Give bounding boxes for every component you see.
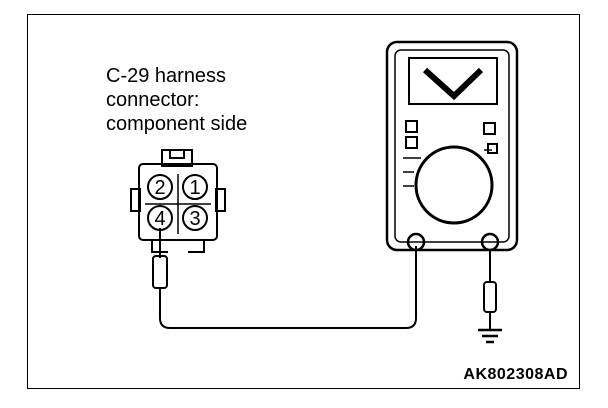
probe-handle <box>152 255 168 289</box>
test-probe <box>152 228 168 289</box>
pin-1-circle <box>182 174 208 200</box>
ground-lead <box>478 250 502 344</box>
multimeter-button-2 <box>405 136 418 149</box>
connector-left-foot <box>151 240 168 253</box>
multimeter-display <box>408 57 498 105</box>
figure-code: AK802308AD <box>463 366 568 383</box>
multimeter-inner-frame <box>394 49 510 243</box>
connector-right-tab <box>215 188 226 212</box>
rotary-selector-dial <box>414 145 494 225</box>
callout-line-1: C-29 harness <box>106 65 227 87</box>
connector-callout: C-29 harness connector: component side <box>106 64 247 136</box>
pin-4-label: 4 <box>154 208 165 230</box>
voltage-v-symbol <box>422 67 484 101</box>
callout-line-2: connector: <box>106 89 200 111</box>
ground-probe-handle <box>483 281 497 313</box>
pin-3-label: 3 <box>189 208 200 230</box>
connector-left-tab <box>130 188 141 212</box>
pin-1-label: 1 <box>189 177 200 199</box>
callout-line-3: component side <box>106 113 248 135</box>
multimeter-body <box>385 40 519 252</box>
multimeter-button-1 <box>405 120 418 133</box>
harness-connector <box>130 149 226 253</box>
multimeter <box>385 40 519 252</box>
multimeter-button-3 <box>483 122 496 135</box>
positive-terminal-jack <box>406 232 426 252</box>
pin-2-circle <box>147 174 173 200</box>
pin-2-label: 2 <box>154 177 165 199</box>
multimeter-button-4 <box>487 143 498 154</box>
connector-latch-inner <box>169 149 185 159</box>
pin-3-circle <box>182 205 208 231</box>
test-lead-wire <box>159 246 417 329</box>
connector-right-foot <box>188 240 205 253</box>
